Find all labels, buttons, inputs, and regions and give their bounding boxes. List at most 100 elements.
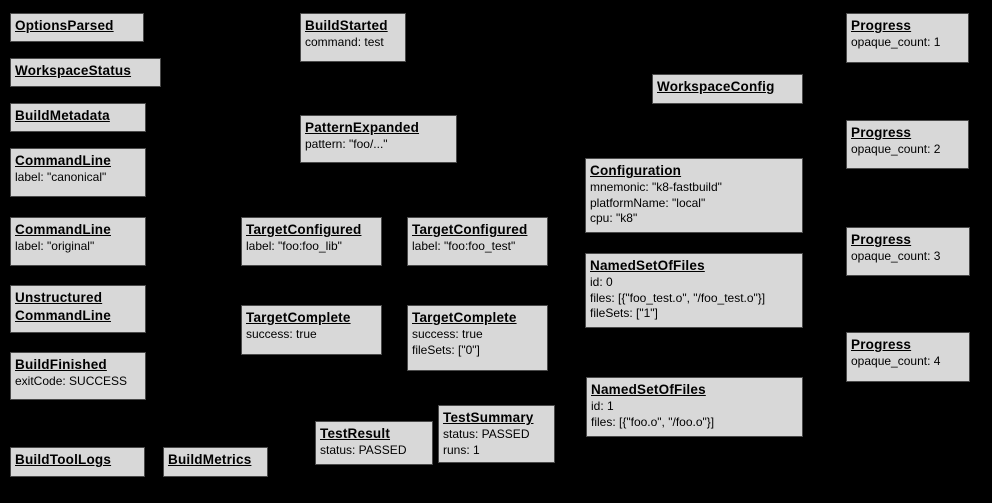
node-title-line: NamedSetOfFiles [591,382,706,397]
node-title-line: TargetConfigured [246,222,362,237]
node-attribute: pattern: "foo/..." [305,137,388,151]
node-attribute: label: "original" [15,239,95,253]
node-title-line: Unstructured [15,290,103,305]
node-workspace-status: WorkspaceStatus [10,58,161,87]
node-title-line: Progress [851,125,912,140]
node-title: CommandLine [15,221,141,239]
node-attribute: id: 0 [590,275,613,289]
node-title: CommandLine [15,152,141,170]
node-title: Configuration [590,162,798,180]
node-target-configured-foo-lib: TargetConfigured label: "foo:foo_lib" [241,217,382,266]
node-title-line: TargetComplete [412,310,517,325]
node-title: TargetComplete [412,309,543,327]
node-title-line: CommandLine [15,308,111,323]
node-attribute: label: "foo:foo_lib" [246,239,342,253]
node-target-complete-foo-lib: TargetComplete success: true [241,305,382,355]
node-command-line-original: CommandLine label: "original" [10,217,146,266]
node-title: NamedSetOfFiles [590,257,798,275]
node-options-parsed: OptionsParsed [10,13,144,42]
node-title-line: PatternExpanded [305,120,420,135]
node-target-configured-foo-test: TargetConfigured label: "foo:foo_test" [407,217,548,266]
node-build-started: BuildStarted command: test [300,13,406,62]
node-attribute: opaque_count: 4 [851,354,941,368]
node-attribute: exitCode: SUCCESS [15,374,128,388]
node-title: BuildMetadata [15,107,141,125]
node-attribute: files: [{"foo_test.o", "/foo_test.o"}] [590,290,766,305]
node-attribute: command: test [305,35,384,49]
node-title-line: BuildFinished [15,357,107,372]
node-build-finished: BuildFinished exitCode: SUCCESS [10,352,146,400]
node-attribute: cpu: "k8" [590,211,638,225]
node-attribute: opaque_count: 2 [851,142,941,156]
node-attribute: platformName: "local" [590,195,706,210]
node-title: WorkspaceStatus [15,62,156,80]
node-title-line: Progress [851,18,912,33]
node-progress-2: Progress opaque_count: 2 [846,120,969,169]
node-title-line: TestSummary [443,410,534,425]
node-title-line: CommandLine [15,153,111,168]
node-title: TargetComplete [246,309,377,327]
node-title: BuildStarted [305,17,401,35]
node-title-line: CommandLine [15,222,111,237]
node-attribute: success: true [246,327,317,341]
node-title: BuildMetrics [168,451,263,469]
node-command-line-canonical: CommandLine label: "canonical" [10,148,146,197]
node-title: BuildFinished [15,356,141,374]
node-attribute: success: true [412,327,483,341]
node-progress-3: Progress opaque_count: 3 [846,227,970,276]
node-attribute: status: PASSED [443,427,530,441]
node-test-result: TestResult status: PASSED [315,421,433,465]
node-attribute: label: "foo:foo_test" [412,239,516,253]
node-title: TestResult [320,425,428,443]
node-progress-1: Progress opaque_count: 1 [846,13,969,63]
node-title: TargetConfigured [246,221,377,239]
node-title-line: WorkspaceStatus [15,63,132,78]
node-title-line: TargetComplete [246,310,351,325]
node-title-line: WorkspaceConfig [657,79,775,94]
node-title-line: Progress [851,337,912,352]
node-attribute: mnemonic: "k8-fastbuild" [590,180,722,194]
node-title: Progress [851,231,965,249]
node-title: NamedSetOfFiles [591,381,798,399]
node-title-line: TargetConfigured [412,222,528,237]
node-build-metadata: BuildMetadata [10,103,146,132]
node-pattern-expanded: PatternExpanded pattern: "foo/..." [300,115,457,163]
node-progress-4: Progress opaque_count: 4 [846,332,970,382]
node-attribute: runs: 1 [443,442,480,457]
node-title-line: BuildStarted [305,18,388,33]
node-title: BuildToolLogs [15,451,140,469]
node-title: WorkspaceConfig [657,78,798,96]
node-title-line: BuildToolLogs [15,452,112,467]
node-attribute: files: [{"foo.o", "/foo.o"}] [591,414,715,429]
node-title: TestSummary [443,409,550,427]
node-title-line: NamedSetOfFiles [590,258,705,273]
node-configuration: Configuration mnemonic: "k8-fastbuild"pla… [585,158,803,233]
node-build-tool-logs: BuildToolLogs [10,447,145,477]
node-title-line: OptionsParsed [15,18,114,33]
node-title-line: Configuration [590,163,682,178]
node-title: TargetConfigured [412,221,543,239]
node-attribute: status: PASSED [320,443,407,457]
node-workspace-config: WorkspaceConfig [652,74,803,104]
node-title: Progress [851,17,964,35]
node-attribute: fileSets: ["0"] [412,342,480,357]
node-title: Progress [851,124,964,142]
node-attribute: opaque_count: 1 [851,35,941,49]
node-title: OptionsParsed [15,17,139,35]
node-title-line: TestResult [320,426,391,441]
node-attribute: id: 1 [591,399,614,413]
node-title: Progress [851,336,965,354]
node-title: PatternExpanded [305,119,452,137]
node-attribute: label: "canonical" [15,170,107,184]
node-title-line: BuildMetadata [15,108,110,123]
node-title-line: Progress [851,232,912,247]
node-attribute: opaque_count: 3 [851,249,941,263]
node-title-line: BuildMetrics [168,452,252,467]
